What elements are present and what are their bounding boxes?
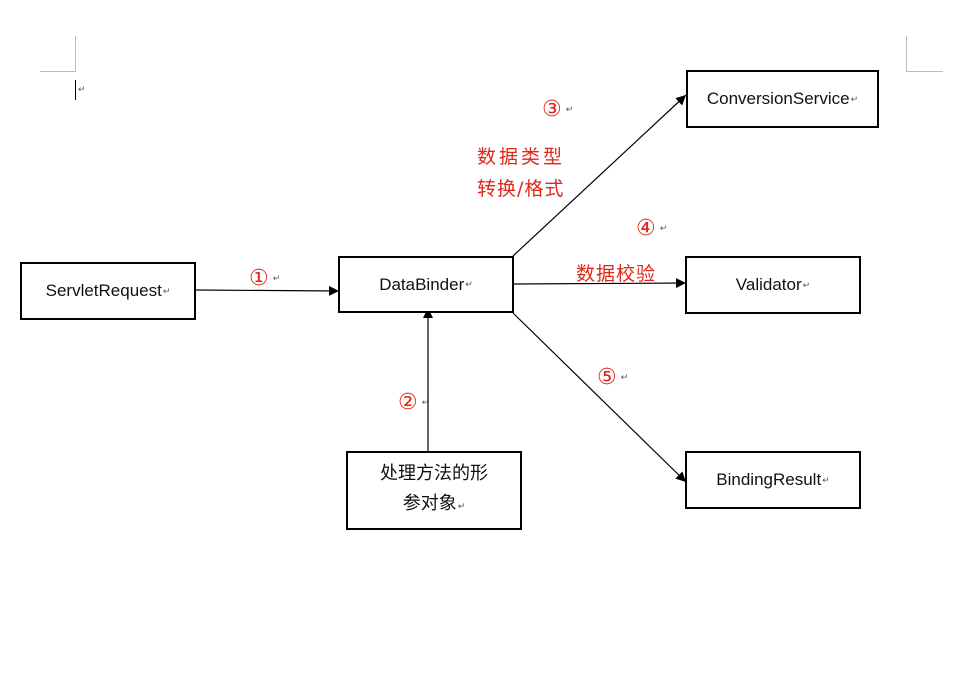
validator-label: Validator [735,275,802,294]
validator-box: Validator↵ [685,256,861,314]
servlet-request-box: ServletRequest↵ [20,262,196,320]
page-corner-top-left-vertical [75,36,76,72]
page-corner-top-left-horizontal [40,71,76,72]
method-param-object-box: 处理方法的形 参对象↵ [346,451,522,530]
data-binder-label: DataBinder [379,274,465,294]
conversion-service-box: ConversionService↵ [686,70,879,128]
step-5-label: ⑤↵ [597,365,629,390]
step-3-label: ③↵ [542,97,574,122]
method-param-line-2: 参对象↵ [402,493,466,514]
binding-result-label: BindingResult [716,470,822,489]
conversion-annotation: 数据类型 转换/格式 [477,141,565,205]
binding-result-box: BindingResult↵ [685,451,861,509]
validation-annotation: 数据校验 [576,263,657,285]
step-1-label: ①↵ [249,266,281,291]
text-cursor [75,80,76,100]
page-corner-top-right-horizontal [906,71,943,72]
arrow-binder-to-conversion [512,94,687,257]
step-2-label: ②↵ [398,390,430,415]
arrow-binder-to-bindingresult [512,312,687,483]
servlet-request-label: ServletRequest [45,281,162,300]
data-binder-box: DataBinder↵ [338,256,514,313]
arrow-request-to-binder [194,285,340,296]
arrow-binder-to-validator [512,278,687,289]
paragraph-mark: ↵ [78,85,86,95]
conversion-annotation-line-2: 转换/格式 [477,178,565,200]
conversion-annotation-line-1: 数据类型 [477,146,566,168]
step-4-label: ④↵ [636,216,668,241]
page-corner-top-right-vertical [906,36,907,72]
method-param-line-1: 处理方法的形 [380,463,488,484]
conversion-service-label: ConversionService [706,89,850,108]
